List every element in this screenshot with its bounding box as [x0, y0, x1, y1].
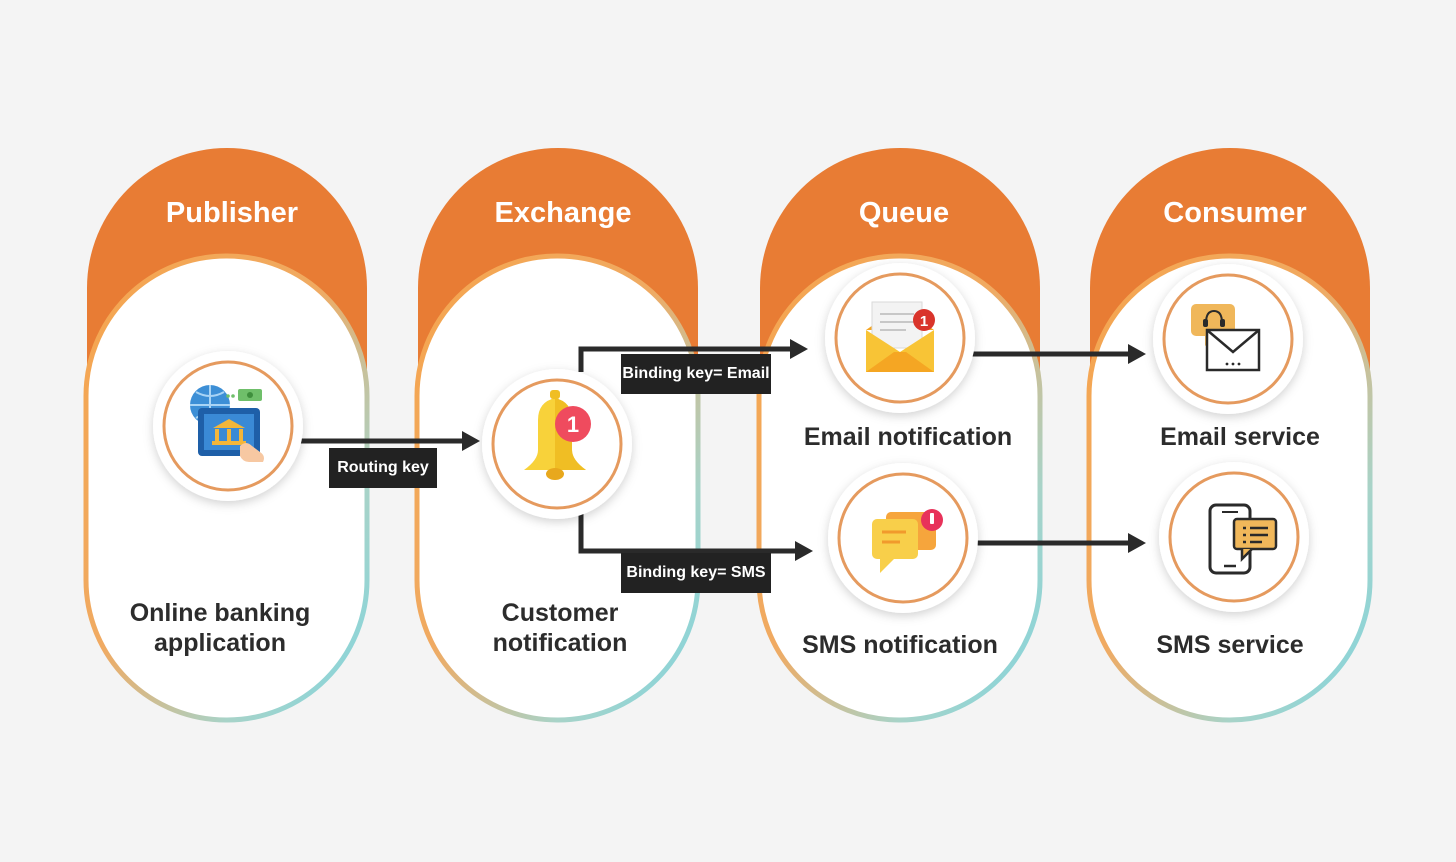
queue-email-label: Email notification [803, 423, 1013, 451]
email-envelope-icon: 1 [866, 301, 935, 372]
binding-key-email-label: Binding key= Email [621, 354, 771, 394]
sms-chat-icon [872, 509, 943, 573]
publisher-label: Online banking application [100, 598, 340, 658]
publisher-label-line2: application [154, 629, 286, 657]
column-title-publisher: Publisher [165, 197, 299, 229]
column-title-consumer: Consumer [1163, 197, 1307, 229]
routing-key-label: Routing key [329, 448, 437, 488]
bell-badge: 1 [567, 412, 579, 437]
binding-key-sms-label: Binding key= SMS [621, 553, 771, 593]
consumer-sms-label: SMS service [1156, 631, 1304, 659]
exchange-label-line1: Customer [501, 599, 619, 627]
email-badge: 1 [920, 313, 928, 330]
edge-sms-to-service [975, 533, 1146, 553]
publisher-label-line1: Online banking [129, 599, 311, 627]
queue-sms-label: SMS notification [802, 631, 998, 659]
consumer-email-label: Email service [1160, 423, 1320, 451]
notification-bell-icon: 1 [524, 390, 591, 480]
edge-binding-email [578, 339, 808, 372]
column-title-exchange: Exchange [494, 197, 632, 229]
edge-routing-key [298, 431, 480, 451]
column-title-queue: Queue [858, 197, 950, 229]
exchange-label-line2: notification [492, 629, 628, 657]
edge-binding-sms [578, 514, 813, 561]
edge-email-to-service [972, 344, 1146, 364]
mobile-chat-icon [1208, 503, 1278, 575]
exchange-label: Customer notification [440, 598, 680, 658]
email-support-icon [1191, 304, 1261, 372]
online-banking-icon [190, 385, 264, 462]
